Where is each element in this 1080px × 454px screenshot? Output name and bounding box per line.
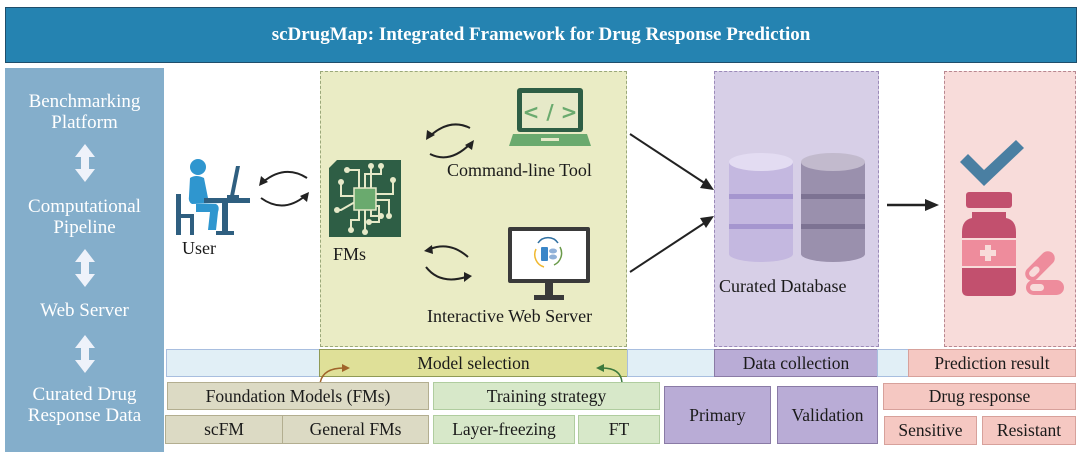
cell-label: Drug response [928,386,1031,406]
fm-type-general: General FMs [282,415,429,444]
stage-label: Data collection [742,352,850,373]
diagram-title: scDrugMap: Integrated Framework for Drug… [271,24,811,45]
stage-label: Prediction result [934,352,1050,373]
stage-data-collection: Data collection [714,349,878,377]
cell-label: Training strategy [486,385,607,406]
sidebar-panel: Benchmarking Platform Computational Pipe… [5,68,164,452]
sidebar-label-line: Computational [28,196,141,217]
curved-arrow-icon [319,364,350,385]
cell-label: Layer-freezing [452,419,556,439]
response-sensitive: Sensitive [884,416,977,445]
sidebar-item-web-server: Web Server [5,300,164,321]
stage-bar-spacer [877,349,909,377]
training-ft: FT [578,415,660,444]
sidebar-item-computational-pipeline: Computational Pipeline [5,196,164,238]
sidebar-label-line: Curated Drug [32,384,137,405]
cell-label: Validation [791,404,864,425]
drug-response-header: Drug response [883,383,1076,410]
cell-label: Primary [689,404,746,425]
sidebar-label-line: Benchmarking [28,91,141,112]
cell-label: Foundation Models (FMs) [205,385,391,406]
sidebar-item-curated-drug-response-data: Curated Drug Response Data [5,384,164,426]
fms-label: FMs [333,244,367,264]
monitor-web-app-icon [508,227,590,300]
prediction-result-panel [944,71,1076,347]
data-validation: Validation [777,386,878,444]
laptop-code-icon: < / > [509,88,591,146]
stage-bar-spacer [166,349,320,377]
cell-label: Sensitive [898,420,963,440]
stage-bar-spacer [627,349,715,377]
sidebar-label-line: Web Server [40,300,129,321]
circuit-chip-icon [329,160,401,237]
sidebar-label-line: Platform [51,112,118,133]
stage-model-selection: Model selection [319,349,628,377]
user-at-computer-icon [176,159,250,235]
cell-label: Resistant [996,420,1062,440]
double-arrow-icon [75,144,95,182]
medicine-bottle-check-icon [960,140,1064,296]
interactive-web-server-label: Interactive Web Server [427,306,593,326]
foundation-models-header: Foundation Models (FMs) [167,382,429,410]
double-arrow-icon [75,335,95,373]
bidirectional-arrows-icon [424,245,472,282]
sidebar-label-line: Pipeline [53,217,116,238]
cell-label: scFM [204,419,244,439]
svg-text:< / >: < / > [523,100,578,124]
sidebar-item-benchmarking-platform: Benchmarking Platform [5,91,164,133]
cell-label: FT [608,419,630,439]
training-strategy-header: Training strategy [433,382,660,410]
response-resistant: Resistant [982,416,1076,445]
double-arrow-icon [75,249,95,287]
fm-type-scfm: scFM [165,415,283,444]
stage-label: Model selection [417,352,530,373]
diagram-title-bar: scDrugMap: Integrated Framework for Drug… [5,7,1077,63]
flow-arrow-to-prediction [887,199,939,211]
database-cylinders-icon [729,153,865,262]
data-primary: Primary [664,386,771,444]
stage-prediction-result: Prediction result [908,349,1076,377]
curved-arrow-icon [596,364,623,385]
bidirectional-arrows-icon [259,171,309,207]
sidebar-label-line: Response Data [27,405,142,426]
user-label: User [182,238,216,258]
cell-label: General FMs [309,419,402,439]
bidirectional-arrows-icon [426,123,474,159]
flow-arrows-to-database [629,133,714,273]
training-layer-freezing: Layer-freezing [433,415,575,444]
command-line-tool-label: Command-line Tool [447,160,592,180]
curated-database-label: Curated Database [719,276,847,296]
